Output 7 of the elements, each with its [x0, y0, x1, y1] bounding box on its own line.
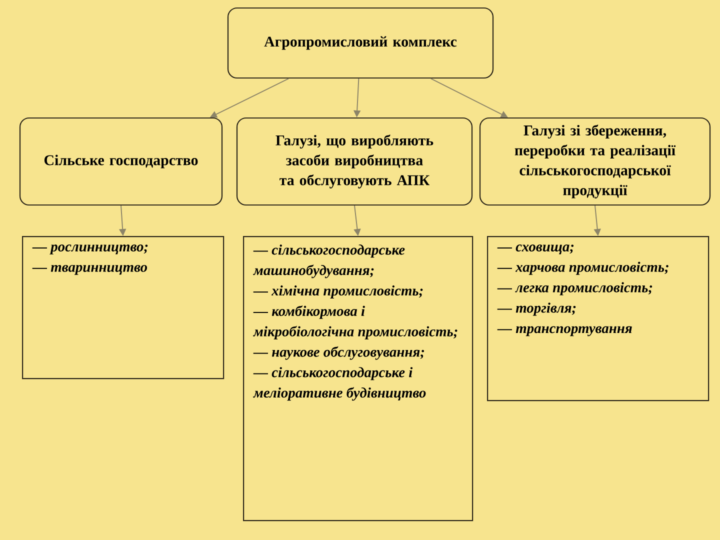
list-box: — сільськогосподарське машинобудування; — хімічна промисловість; — комбікормова і мікробіологічна промисловість; — наукове обслуговування; — сільськогосподарське і меліоративне будівництво	[243, 236, 474, 522]
list-box: — рослинництво; — тваринництво	[22, 236, 224, 380]
category-box: Галузі, що виробляють засоби виробництва та обслуговують АПК	[236, 117, 473, 206]
category-box: Галузі зі збереження, переробки та реалізації сільськогосподарської продукції	[479, 117, 711, 206]
category-box: Сільське господарство	[19, 117, 223, 206]
list-box: — сховища; — харчова промисловість; — легка промисловість; — торгівля; — транспортування	[487, 236, 710, 402]
title-box: Агропромисловий комплекс	[227, 7, 494, 79]
